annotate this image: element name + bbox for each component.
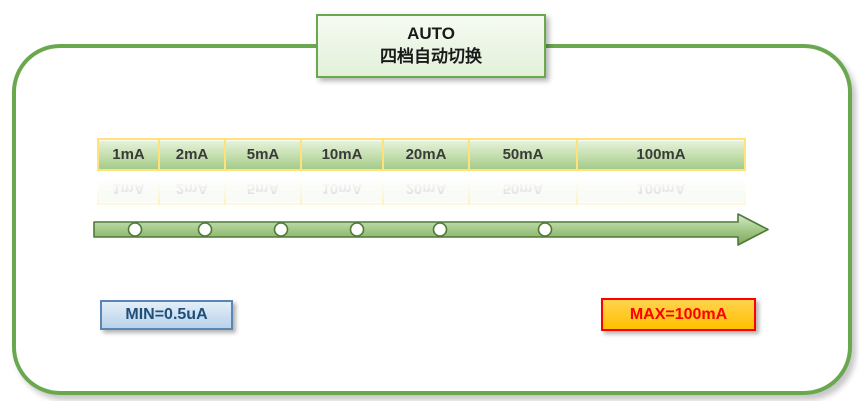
range-segment-2ma: 2mA [158,138,226,171]
range-segment-50ma: 50mA [468,138,578,171]
threshold-dot [127,222,143,237]
direction-arrow [93,213,769,246]
threshold-dot [273,222,289,237]
title-box: AUTO 四档自动切换 [316,14,546,78]
range-segment-1ma: 1mA [97,138,160,171]
threshold-dot [537,222,553,237]
title-subtitle: 四档自动切换 [380,47,482,66]
range-segment-10ma: 10mA [300,138,384,171]
range-segment-5ma: 5mA [224,138,302,171]
min-limit-label: MIN=0.5uA [100,300,233,330]
threshold-dot [432,222,448,237]
range-segment-100ma: 100mA [576,138,746,171]
max-limit-label: MAX=100mA [601,298,756,331]
threshold-dot [197,222,213,237]
arrow-shape [93,213,769,246]
range-segment-20ma: 20mA [382,138,470,171]
outer-frame [12,44,852,395]
range-bar: 1mA 2mA 5mA 10mA 20mA 50mA 100mA [97,138,746,171]
threshold-dot [349,222,365,237]
title-auto: AUTO [407,24,455,43]
